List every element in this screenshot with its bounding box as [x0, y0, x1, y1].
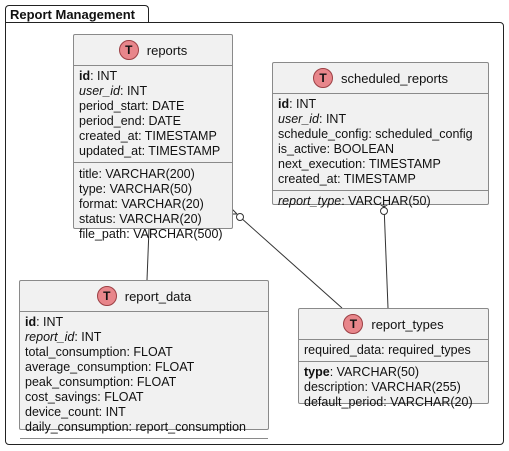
field-row: title: VARCHAR(200) [79, 167, 195, 181]
entity-scheduled-reports[interactable]: T scheduled_reports id: INT user_id: INT… [272, 62, 489, 208]
key-row: period_start: DATE [79, 99, 185, 113]
key-row: device_count: INT [25, 405, 126, 419]
field-row: status: VARCHAR(20) [79, 212, 202, 226]
key-row: report_id: INT [25, 330, 102, 344]
field-section: title: VARCHAR(200) type: VARCHAR(50) fo… [74, 163, 232, 245]
key-section: id: INT report_id: INT total_consumption… [20, 312, 268, 439]
entity-header: T report_types [299, 309, 488, 340]
field-row: format: VARCHAR(20) [79, 197, 204, 211]
key-section: id: INT user_id: INT schedule_config: sc… [273, 94, 488, 191]
key-row: id: INT [25, 315, 64, 329]
key-row: total_consumption: FLOAT [25, 345, 173, 359]
field-row: type: VARCHAR(50) [304, 365, 420, 379]
key-row: id: INT [79, 69, 118, 83]
key-section: required_data: required_types [299, 340, 488, 362]
fk-row: report_type: VARCHAR(50) [278, 194, 431, 208]
link-reports-report-types [239, 216, 343, 309]
package-title: Report Management [5, 5, 149, 23]
key-row: user_id: INT [79, 84, 148, 98]
entity-title: scheduled_reports [341, 70, 448, 86]
entity-header: T scheduled_reports [273, 63, 488, 94]
key-row: updated_at: TIMESTAMP [79, 144, 221, 158]
entity-reports[interactable]: T reports id: INT user_id: INT period_st… [73, 34, 233, 241]
key-row: id: INT [278, 97, 317, 111]
field-row: description: VARCHAR(255) [304, 380, 461, 394]
key-row: peak_consumption: FLOAT [25, 375, 177, 389]
entity-header: T reports [74, 35, 232, 66]
key-row: schedule_config: scheduled_config [278, 127, 473, 141]
link-scheduled-report-types [383, 204, 389, 309]
key-section: id: INT user_id: INT period_start: DATE … [74, 66, 232, 163]
entity-title: reports [146, 42, 188, 58]
key-row: created_at: TIMESTAMP [278, 172, 416, 186]
link-reports-report-data [146, 228, 150, 281]
key-row: period_end: DATE [79, 114, 181, 128]
field-row: default_period: VARCHAR(20) [304, 395, 473, 409]
entity-report-data[interactable]: T report_data id: INT report_id: INT tot… [19, 280, 269, 439]
field-row: file_path: VARCHAR(500) [79, 227, 223, 241]
key-row: user_id: INT [278, 112, 347, 126]
entity-title: report_data [124, 288, 192, 304]
entity-report-types[interactable]: T report_types required_data: required_t… [298, 308, 489, 409]
field-row: type: VARCHAR(50) [79, 182, 192, 196]
entity-header: T report_data [20, 281, 268, 312]
key-row: required_data: required_types [304, 343, 471, 357]
key-row: daily_consumption: report_consumption [25, 420, 246, 434]
key-row: average_consumption: FLOAT [25, 360, 195, 374]
field-section: type: VARCHAR(50) description: VARCHAR(2… [299, 362, 488, 413]
table-badge-icon: T [313, 68, 334, 88]
entity-title: report_types [371, 316, 444, 332]
empty-section [20, 439, 268, 443]
fk-section: report_type: VARCHAR(50) [273, 191, 488, 212]
key-row: created_at: TIMESTAMP [79, 129, 217, 143]
key-row: cost_savings: FLOAT [25, 390, 144, 404]
link-zero-marker [236, 213, 244, 221]
table-badge-icon: T [96, 286, 117, 306]
table-badge-icon: T [118, 40, 139, 60]
table-badge-icon: T [343, 314, 364, 334]
key-row: next_execution: TIMESTAMP [278, 157, 441, 171]
key-row: is_active: BOOLEAN [278, 142, 395, 156]
